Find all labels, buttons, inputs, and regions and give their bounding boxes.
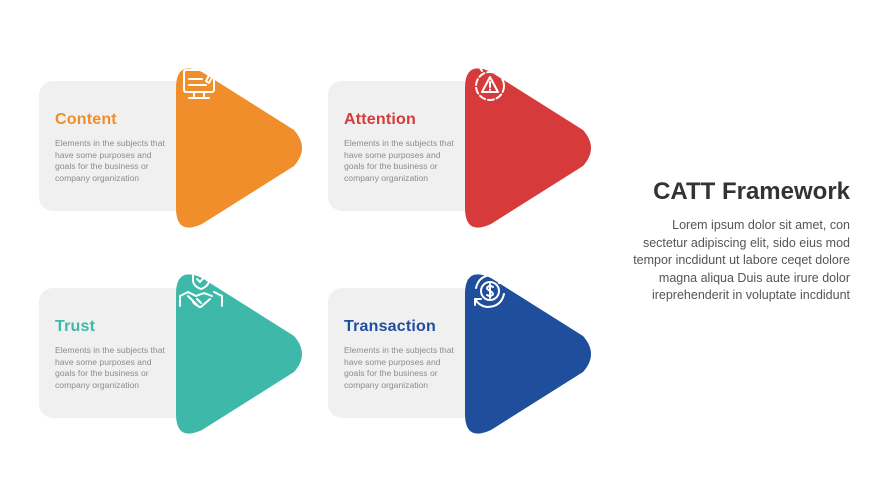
monitor-pencil-icon	[183, 65, 218, 99]
trust-description: Elements in the subjects that have some …	[55, 345, 165, 390]
attention-title: Attention	[344, 111, 417, 128]
transaction-description: Elements in the subjects that have some …	[344, 345, 454, 390]
content-arrow-shape	[176, 68, 302, 228]
content-arrow	[176, 60, 310, 236]
transaction-arrow-shape	[465, 274, 591, 434]
content-card: Content Elements in the subjects that ha…	[39, 81, 199, 211]
framework-description: Lorem ipsum dolor sit amet, con sectetur…	[633, 218, 850, 302]
trust-card: Trust Elements in the subjects that have…	[39, 288, 199, 418]
attention-arrow-shape	[465, 68, 591, 228]
handshake-shield-icon	[179, 269, 223, 308]
attention-card: Attention Elements in the subjects that …	[328, 81, 488, 211]
content-title: Content	[55, 111, 117, 128]
trust-arrow-shape	[176, 274, 302, 434]
framework-title: CATT Framework	[653, 178, 850, 205]
transaction-title: Transaction	[344, 318, 437, 335]
transaction-card: Transaction Elements in the subjects tha…	[328, 288, 488, 418]
warning-alert-icon	[475, 64, 505, 101]
trust-arrow	[176, 266, 310, 442]
transaction-arrow	[465, 266, 599, 442]
attention-arrow	[465, 60, 599, 236]
attention-description: Elements in the subjects that have some …	[344, 138, 454, 183]
trust-title: Trust	[55, 318, 96, 335]
content-description: Elements in the subjects that have some …	[55, 138, 165, 183]
dollar-cycle-icon	[474, 274, 506, 308]
